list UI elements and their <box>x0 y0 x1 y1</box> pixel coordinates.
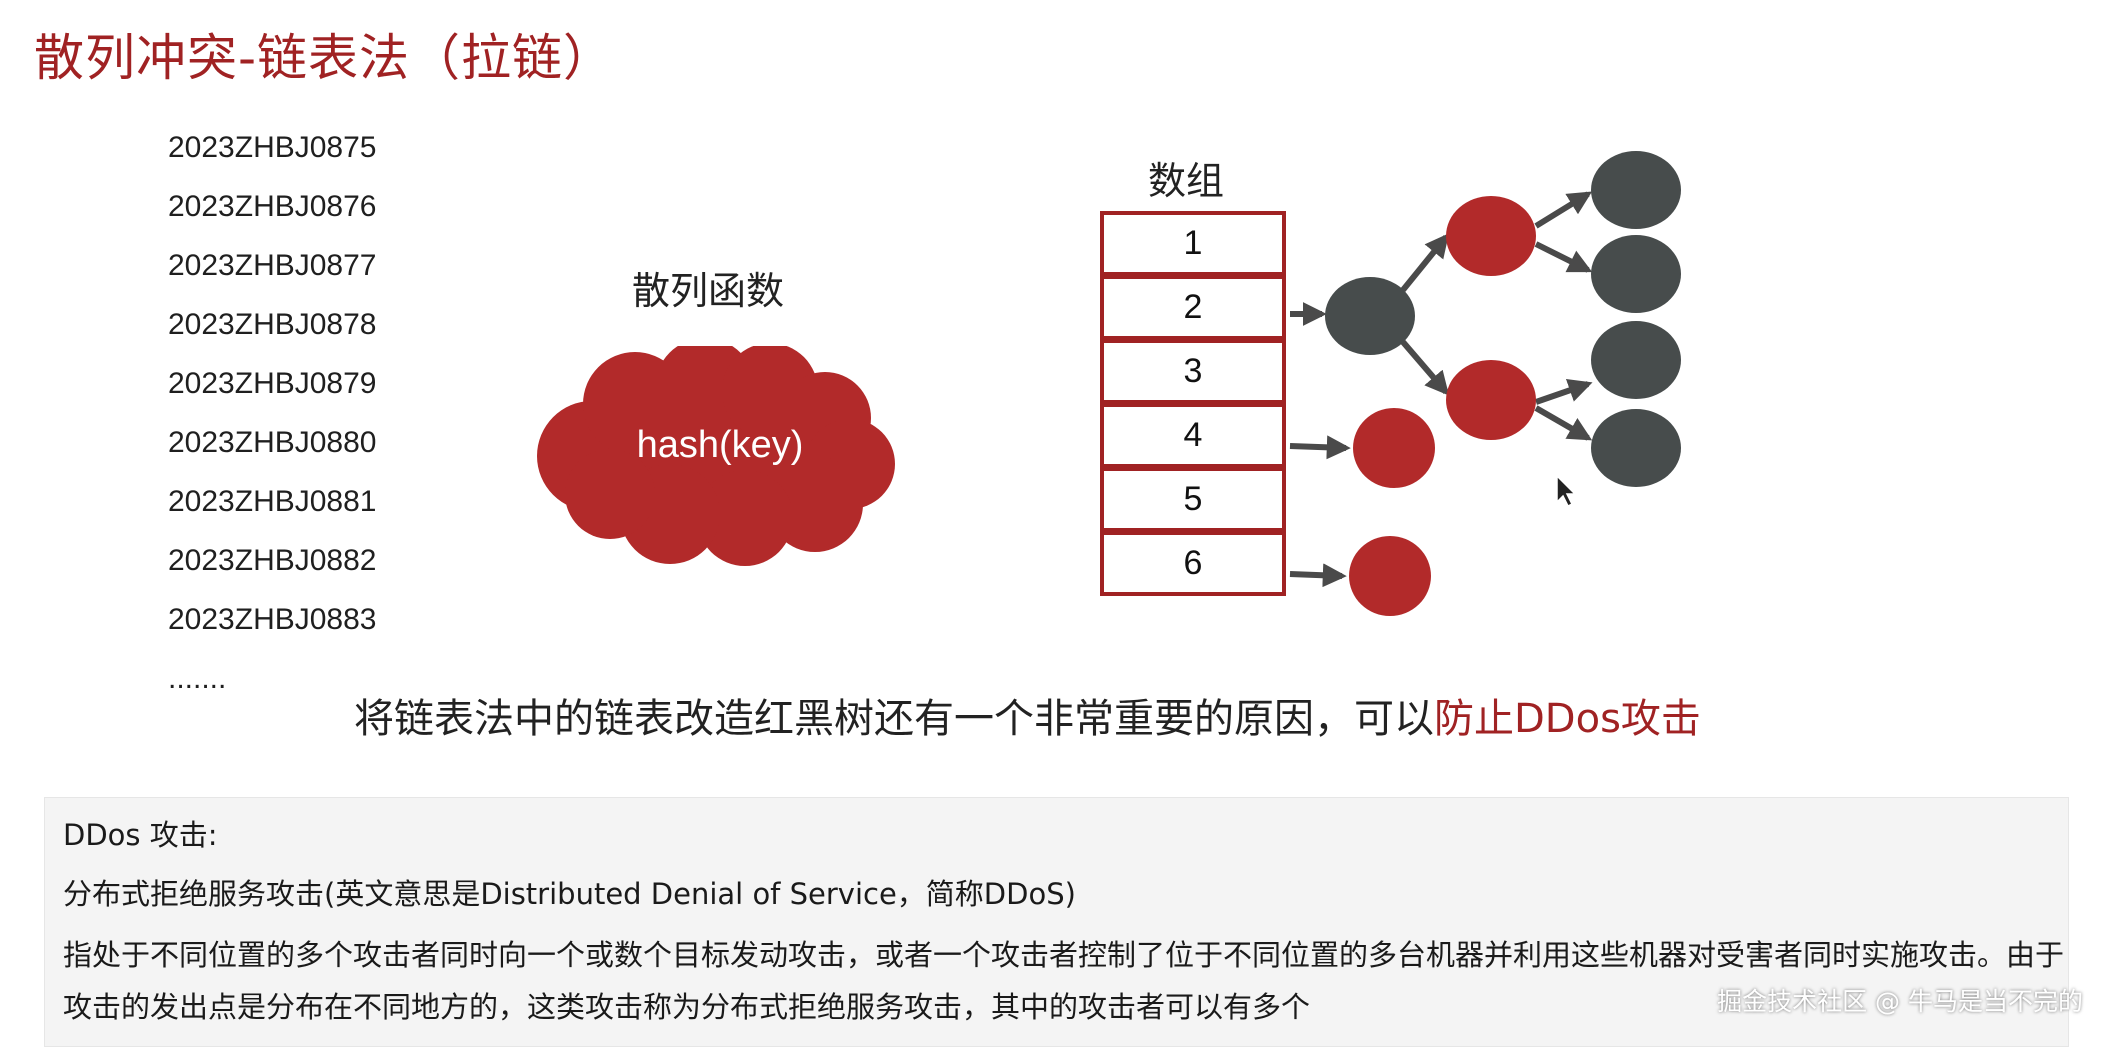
hash-function-text: hash(key) <box>636 424 804 466</box>
key-item: 2023ZHBJ0879 <box>168 367 377 400</box>
statement-highlight: 防止DDos攻击 <box>1434 696 1701 742</box>
key-list-ellipsis: ....... <box>168 662 227 695</box>
list-node-red <box>1349 536 1431 616</box>
list-node-red <box>1353 408 1435 488</box>
tree-node-black <box>1591 235 1681 313</box>
statement-text: 将链表法中的链表改造红黑树还有一个非常重要的原因，可以 <box>354 696 1434 742</box>
array-cell: 2 <box>1100 275 1286 340</box>
array-cell: 6 <box>1100 531 1286 596</box>
key-item: 2023ZHBJ0881 <box>168 485 377 518</box>
key-item: 2023ZHBJ0878 <box>168 308 377 341</box>
key-item: 2023ZHBJ0883 <box>168 603 377 636</box>
array-label: 数组 <box>1148 159 1225 203</box>
key-item: 2023ZHBJ0882 <box>168 544 377 577</box>
key-item: 2023ZHBJ0877 <box>168 249 377 282</box>
key-list: 2023ZHBJ0875 2023ZHBJ0876 2023ZHBJ0877 2… <box>168 128 376 659</box>
info-heading: DDos 攻击: <box>63 818 218 852</box>
array-cell: 1 <box>1100 211 1286 276</box>
arrow-edge <box>1534 191 1593 229</box>
mouse-cursor-icon <box>1556 474 1577 508</box>
hash-cloud-icon <box>537 346 895 566</box>
tree-node-black <box>1325 277 1415 355</box>
arrow-edge <box>1534 241 1593 273</box>
array-cell: 5 <box>1100 467 1286 532</box>
arrow-edge <box>1400 233 1450 292</box>
info-description: 指处于不同位置的多个攻击者同时向一个或数个目标发动攻击，或者一个攻击者控制了位于… <box>63 938 2065 972</box>
watermark: 掘金技术社区 @ 牛马是当不完的 <box>1717 987 2083 1016</box>
key-item: 2023ZHBJ0876 <box>168 190 377 223</box>
hash-function-label: 散列函数 <box>632 269 785 313</box>
tree-node-black <box>1591 151 1681 229</box>
arrow-edge <box>1289 435 1351 460</box>
arrow-edge <box>1535 378 1593 405</box>
array-cell: 3 <box>1100 339 1286 404</box>
info-definition: 分布式拒绝服务攻击(英文意思是Distributed Denial of Ser… <box>63 877 1076 911</box>
arrow-edge <box>1289 563 1347 588</box>
arrow-edge <box>1534 405 1593 441</box>
tree-node-red <box>1446 196 1536 276</box>
info-description-cont: 攻击的发出点是分布在不同地方的，这类攻击称为分布式拒绝服务攻击，其中的攻击者可以… <box>63 990 1311 1024</box>
tree-node-red <box>1446 360 1536 440</box>
array-cell: 4 <box>1100 403 1286 468</box>
tree-node-black <box>1591 409 1681 487</box>
key-item: 2023ZHBJ0875 <box>168 131 377 164</box>
ddos-info-box: DDos 攻击: 分布式拒绝服务攻击(英文意思是Distributed Deni… <box>44 797 2069 1047</box>
arrow-edge <box>1400 340 1450 396</box>
hash-array: 1 2 3 4 5 6 <box>1100 211 1286 596</box>
page-title: 散列冲突-链表法（拉链） <box>34 29 615 87</box>
key-item: 2023ZHBJ0880 <box>168 426 377 459</box>
conclusion-statement: 将链表法中的链表改造红黑树还有一个非常重要的原因，可以防止DDos攻击 <box>354 686 1701 744</box>
tree-node-black <box>1591 321 1681 399</box>
